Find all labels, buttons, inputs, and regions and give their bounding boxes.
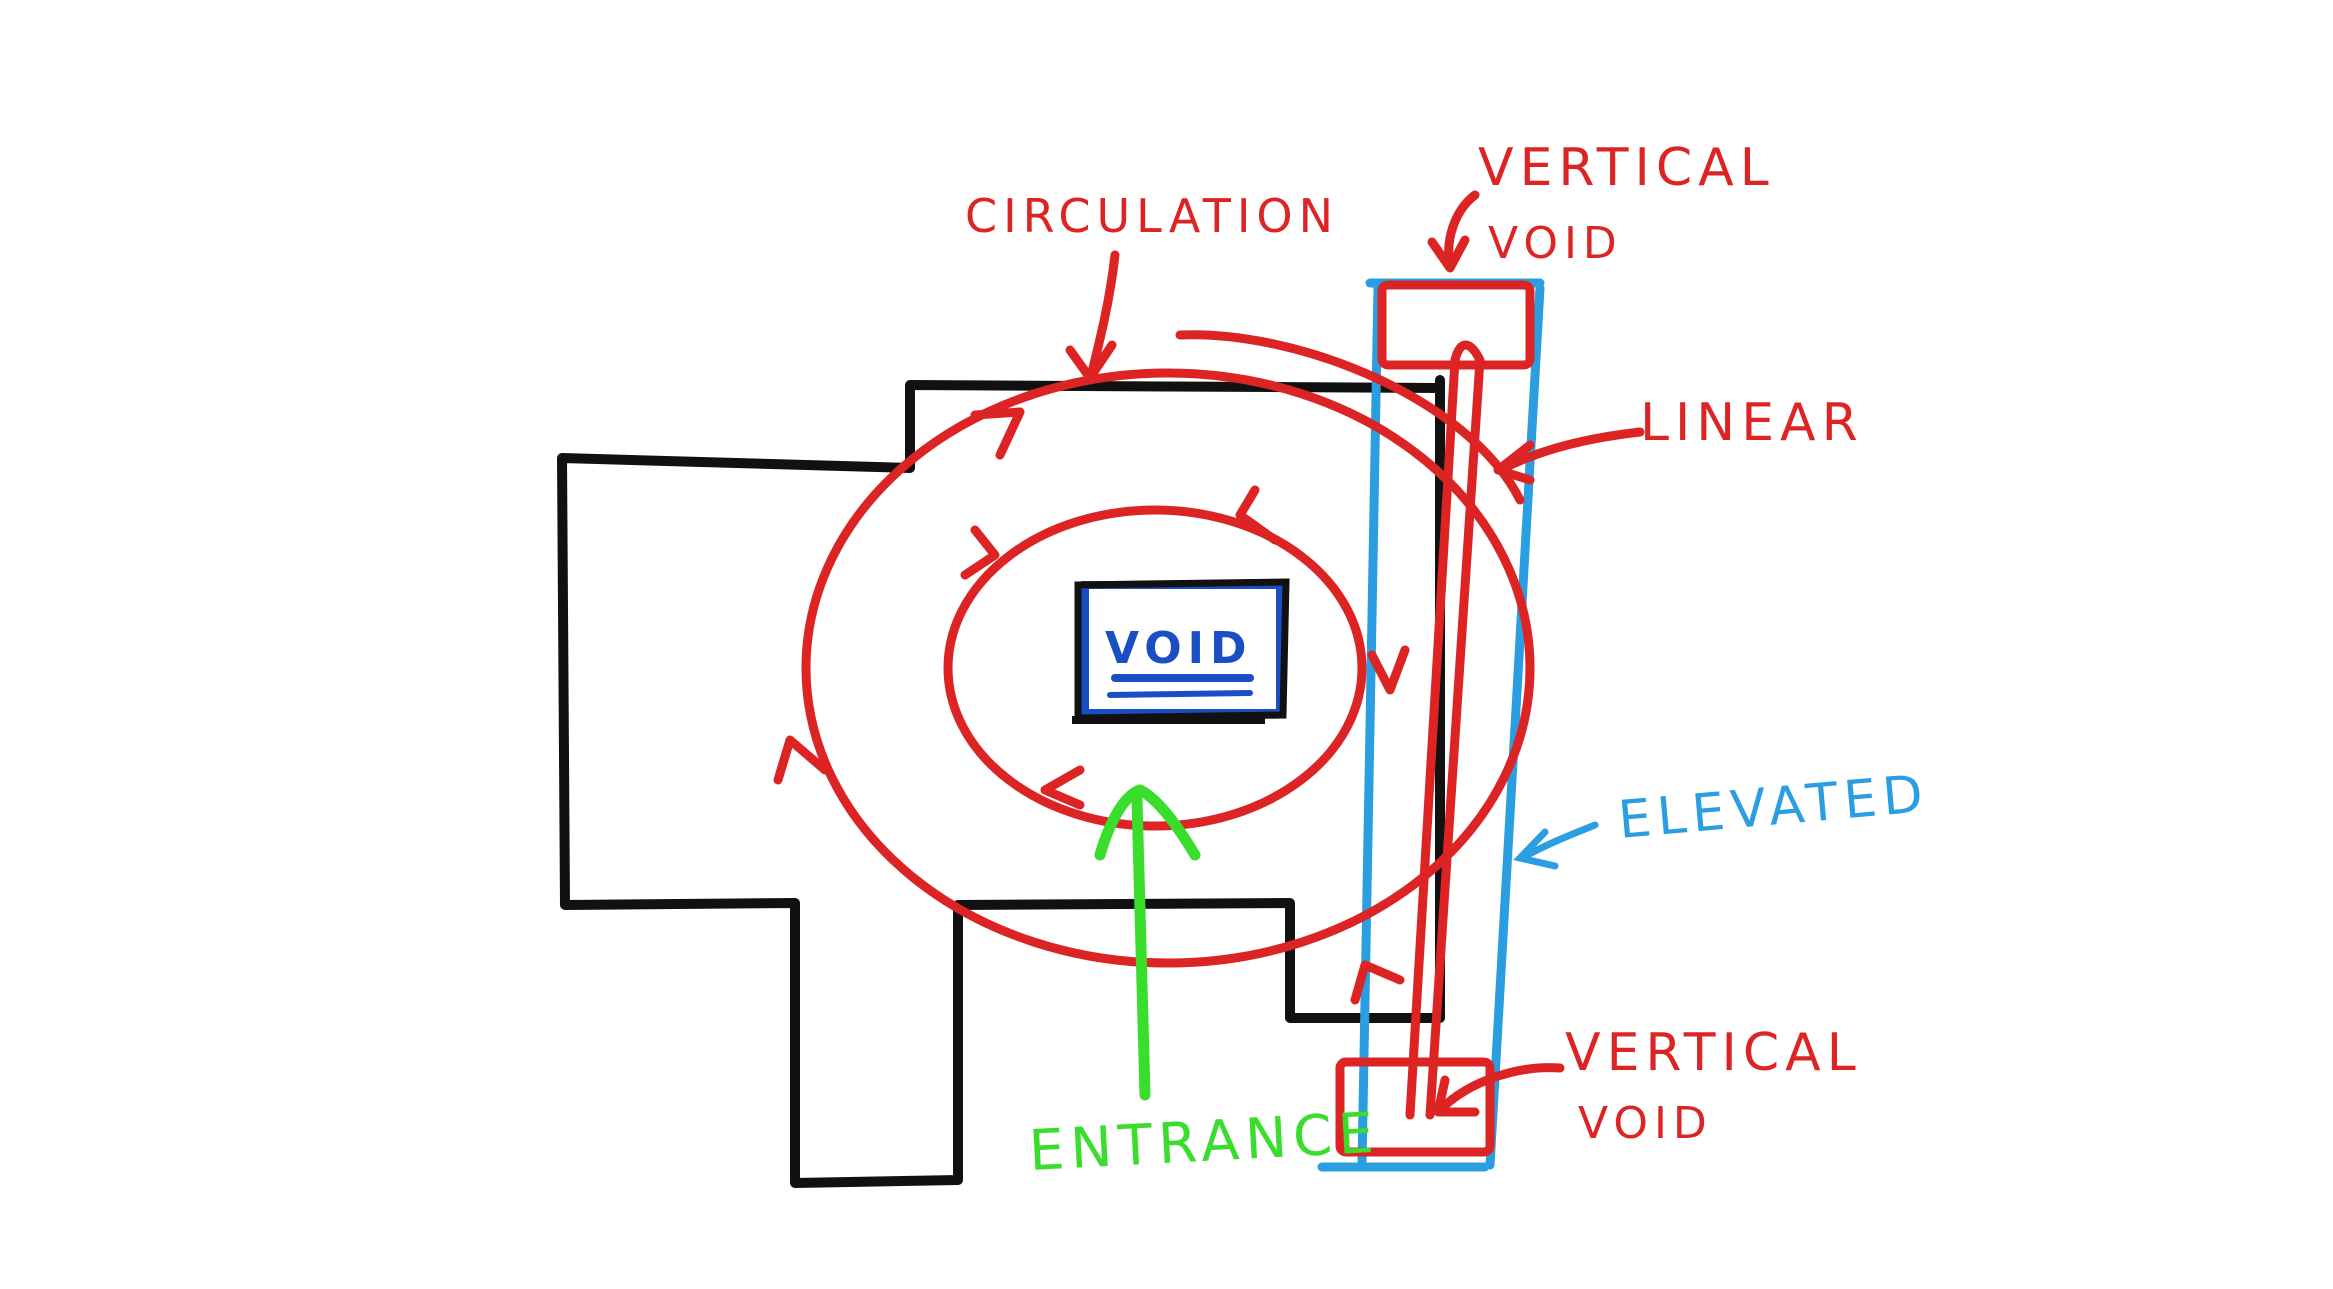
building-plan-outline bbox=[557, 375, 1445, 1188]
vertical-void-top bbox=[1377, 280, 1535, 370]
circulation-label: CIRCULATION bbox=[965, 189, 1339, 243]
void-box bbox=[1072, 578, 1290, 724]
vertical-void-bottom bbox=[1335, 1057, 1495, 1157]
entrance-arrow bbox=[1094, 784, 1201, 1101]
vertical-void-bottom-label-line2: VOID bbox=[1578, 1098, 1713, 1149]
circulation-loops bbox=[773, 190, 1645, 1157]
vertical-void-top-callout-arrow bbox=[1444, 190, 1480, 270]
outer-circulation-loop bbox=[801, 368, 1535, 968]
elevated-callout-arrow bbox=[1513, 821, 1599, 870]
linear-label: LINEAR bbox=[1640, 393, 1864, 453]
vertical-void-bottom-callout-arrow bbox=[1435, 1063, 1565, 1115]
void-label: VOID bbox=[1105, 623, 1253, 674]
elevated-label: ELEVATED bbox=[1616, 764, 1931, 851]
vertical-void-top-label-line1: VERTICAL bbox=[1478, 138, 1775, 198]
linear-path bbox=[1405, 340, 1485, 1120]
inner-circulation-loop bbox=[943, 505, 1367, 831]
vertical-void-bottom-label-line1: VERTICAL bbox=[1565, 1023, 1862, 1083]
vertical-void-top-label-line2: VOID bbox=[1488, 218, 1623, 269]
